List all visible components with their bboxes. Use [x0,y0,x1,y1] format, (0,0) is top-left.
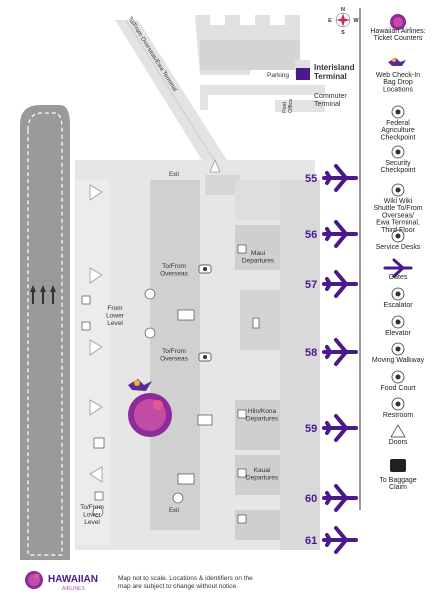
compass-e: E [328,18,332,24]
food-court-icon [252,317,260,329]
escalator-icon-3 [92,506,104,518]
footer-brand-sub: AIRLINES [62,586,85,592]
legend-label-5: Service Desks [376,244,421,251]
gate-airplane-icon-60 [322,484,358,512]
legend-label-6: Gates [389,274,408,281]
legend-label-12: Doors [389,439,408,446]
compass-s: S [341,30,345,36]
gate-labels: 55 56 57 58 59 60 61 [305,173,317,547]
moving-walkway-icon [198,264,212,274]
elevator-icon-1 [144,327,156,339]
gate-airplane-icon-59 [322,414,358,442]
gate-airplane-icon-61 [322,526,358,554]
gate-number-59: 59 [305,423,317,435]
restroom-icon-2 [81,321,91,331]
service-desk-icon-1 [93,437,105,449]
exit-label-1: Exit [169,172,179,178]
gate-number-56: 56 [305,229,317,241]
legend-label-8: Elevator [385,330,411,337]
baggage-claim-icon [390,459,406,472]
doors-left [89,158,221,483]
compass-n: N [341,7,345,13]
walkway-icon-2 [177,473,195,485]
gates-icon [383,258,413,278]
restroom-icon [391,397,405,411]
escalator-icon-2 [172,492,184,504]
facility-icons [81,244,260,524]
top-roads [115,19,325,166]
gate-airplane-icon-55 [322,164,358,192]
food-court-icon [391,370,405,384]
doors-icon [390,424,406,438]
shuttle-icon [391,183,405,197]
escalator-icon [391,287,405,301]
gate-number-60: 60 [305,493,317,505]
service-desk-icon-2 [237,244,247,254]
post-office-label: PostOffice [282,99,294,113]
restroom-icon-4 [197,414,213,426]
legend-label-11: Restroom [383,412,414,419]
terminal-building [75,160,320,550]
runway [20,105,70,560]
moving-walkway-icon-2 [198,352,212,362]
legend-label-10: Food Court [380,385,415,392]
parking-label: Parking [267,72,289,79]
gates [322,164,358,554]
hawaiian-airlines-logo-icon [390,14,406,30]
elevator-icon [391,315,405,329]
restroom-icon-1 [81,295,91,305]
interisland-building [195,15,325,112]
service-desk-icon-3 [237,409,247,419]
service-desk-icon-4 [237,468,247,478]
road-label: To/From Overseas/Ewa Terminal [126,16,177,93]
web-checkin-icon [388,58,406,66]
hawaiian-ticket-counters-marker [128,379,172,437]
service-desk-icon [391,229,405,243]
legend-icons [383,14,413,472]
gate-number-55: 55 [305,173,317,185]
service-desk-icon-5 [237,514,247,524]
compass [335,12,351,28]
footer-note: Map not to scale. Locations & identifier… [118,575,253,590]
legend-label-9: Moving Walkway [372,357,425,364]
footer-logo [25,571,43,589]
escalator-icon-1 [144,288,156,300]
gate-number-57: 57 [305,279,317,291]
compass-w: W [353,18,359,24]
legend-label-0: Hawaiian Airlines:Ticket Counters [370,28,425,42]
agriculture-checkpoint-icon [391,105,405,119]
gate-airplane-icon-56 [322,220,358,248]
security-checkpoint-icon [391,145,405,159]
exit-label-2: Exit [169,508,179,514]
gate-number-58: 58 [305,347,317,359]
legend-label-7: Escalator [383,302,413,309]
gate-number-61: 61 [305,535,317,547]
footer-brand: HAWAIIAN [48,574,98,585]
moving-walkway-icon [391,342,405,356]
gate-airplane-icon-58 [322,338,358,366]
walkway-icon-1 [177,309,195,321]
interisland-terminal-marker [296,68,310,80]
gate-airplane-icon-57 [322,270,358,298]
door-top-icon [209,158,221,173]
restroom-icon-3 [94,491,104,501]
